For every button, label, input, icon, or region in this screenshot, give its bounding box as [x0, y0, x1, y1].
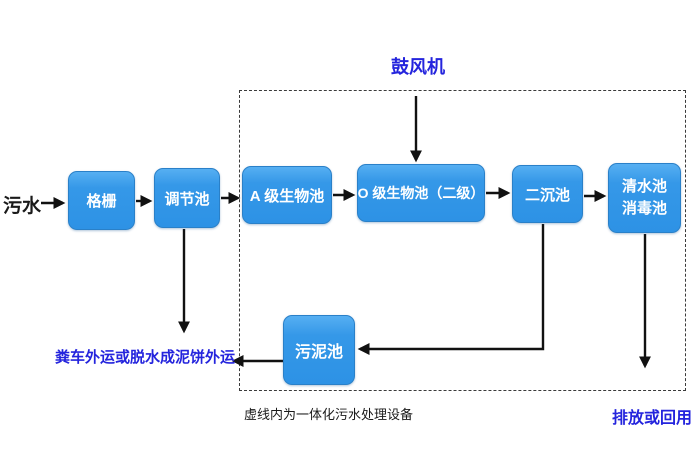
node-screen: 格栅 — [68, 171, 135, 230]
node-o-bio-tank: O 级生物池（二级） — [357, 164, 485, 222]
label-blower: 鼓风机 — [391, 57, 445, 77]
label-equipment-caption: 虚线内为一体化污水处理设备 — [244, 407, 414, 422]
label-influent-wastewater: 污水 — [3, 196, 42, 217]
clear-water-tank-label: 清水池 — [621, 178, 667, 196]
equipment-boundary-dashed-box — [239, 90, 686, 391]
node-sludge-tank: 污泥池 — [283, 315, 355, 385]
node-a-bio-tank: A 级生物池 — [242, 166, 332, 224]
label-sludge-disposal: 粪车外运或脱水成泥饼外运 — [55, 349, 236, 366]
node-regulating-tank: 调节池 — [154, 168, 220, 228]
node-clear-water-disinfection-tank: 清水池 消毒池 — [608, 163, 681, 233]
disinfection-tank-label: 消毒池 — [621, 200, 667, 217]
node-secondary-sedimentation-tank: 二沉池 — [512, 165, 583, 223]
label-discharge-or-reuse: 排放或回用 — [612, 410, 693, 427]
